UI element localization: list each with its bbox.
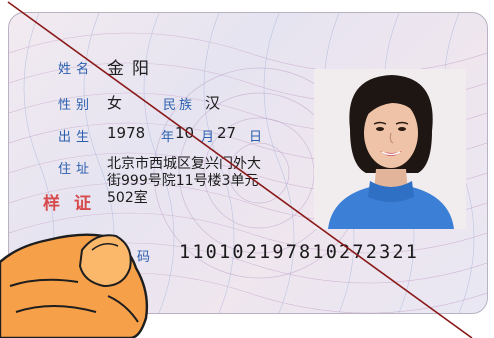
hand-thumb-icon: [0, 233, 149, 338]
